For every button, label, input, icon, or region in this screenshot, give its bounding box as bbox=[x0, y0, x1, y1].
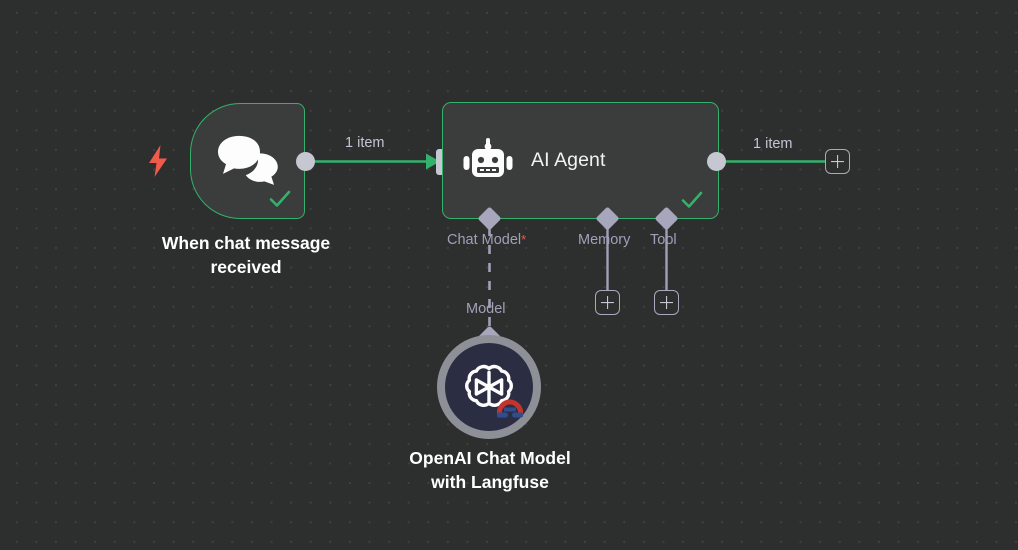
required-asterisk-icon: * bbox=[521, 232, 527, 247]
node-ai-agent[interactable]: AI Agent bbox=[442, 102, 719, 219]
robot-icon bbox=[463, 137, 513, 177]
agent-title: AI Agent bbox=[531, 149, 606, 171]
add-node-button-memory[interactable] bbox=[595, 290, 620, 315]
edge-label-trigger-to-agent: 1 item bbox=[345, 135, 385, 151]
node-label-openai: OpenAI Chat Model with Langfuse bbox=[409, 448, 571, 492]
lightning-bolt-icon bbox=[149, 145, 167, 177]
add-node-button-tool[interactable] bbox=[654, 290, 679, 315]
node-label-trigger: When chat message received bbox=[161, 233, 331, 277]
sub-port-label-tool: Tool bbox=[650, 232, 677, 248]
success-check-icon bbox=[681, 191, 703, 208]
agent-content: AI Agent bbox=[443, 103, 718, 218]
sub-port-label-chat-model-text: Chat Model bbox=[447, 232, 522, 248]
chat-bubbles-icon bbox=[217, 135, 278, 185]
openai-logo-icon bbox=[465, 364, 513, 407]
sub-port-label-chat-model: Chat Model* bbox=[447, 232, 526, 248]
success-check-icon bbox=[269, 190, 291, 207]
add-node-button-main[interactable] bbox=[825, 149, 850, 174]
agent-input-port[interactable] bbox=[436, 149, 447, 175]
trigger-output-port[interactable] bbox=[296, 152, 315, 171]
sub-port-label-memory: Memory bbox=[578, 232, 631, 248]
node-openai-chat-model[interactable] bbox=[437, 335, 541, 439]
langfuse-badge-icon bbox=[497, 399, 523, 418]
edge-label-model: Model bbox=[466, 301, 506, 317]
node-when-chat-message-received[interactable] bbox=[190, 103, 305, 219]
edge-label-agent-to-add: 1 item bbox=[753, 136, 793, 152]
agent-output-port[interactable] bbox=[707, 152, 726, 171]
